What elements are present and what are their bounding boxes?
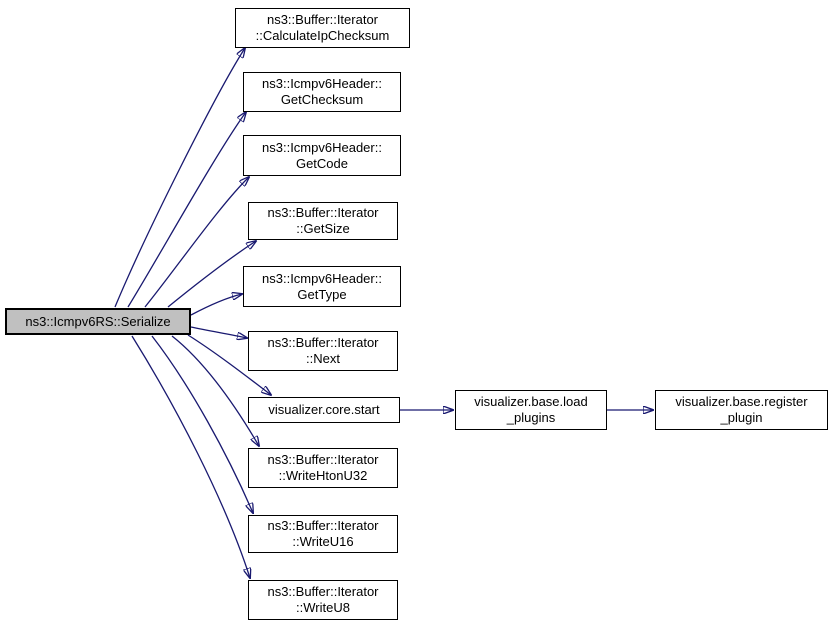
node-get-checksum[interactable]: ns3::Icmpv6Header:: GetChecksum <box>243 72 401 112</box>
node-calculate-ip-checksum[interactable]: ns3::Buffer::Iterator ::CalculateIpCheck… <box>235 8 410 48</box>
node-label: _plugin <box>720 410 763 425</box>
node-label: visualizer.base.load <box>474 394 588 409</box>
edge-serialize-to-get-size <box>167 241 256 308</box>
edge-serialize-to-get-checksum <box>127 112 246 308</box>
node-label: ns3::Buffer::Iterator <box>267 518 379 533</box>
node-label: ns3::Icmpv6Header:: <box>262 270 382 286</box>
node-load-plugins[interactable]: visualizer.base.load _plugins <box>455 390 607 430</box>
edge-serialize-to-write-hton-u32 <box>171 335 259 446</box>
node-label: _plugins <box>506 410 556 425</box>
node-label: ns3::Buffer::Iterator <box>267 335 379 350</box>
node-write-hton-u32[interactable]: ns3::Buffer::Iterator ::WriteHtonU32 <box>248 448 398 488</box>
node-label: visualizer.core.start <box>268 402 380 417</box>
node-label: GetChecksum <box>280 92 364 107</box>
node-label: ns3::Icmpv6Header:: <box>262 139 382 155</box>
node-label: ns3::Buffer::Iterator <box>266 12 379 27</box>
node-register-plugin[interactable]: visualizer.base.register _plugin <box>655 390 828 430</box>
edge-serialize-to-write-u16 <box>151 335 253 513</box>
node-write-u8[interactable]: ns3::Buffer::Iterator ::WriteU8 <box>248 580 398 620</box>
node-label: ns3::Buffer::Iterator <box>267 205 379 220</box>
node-get-size[interactable]: ns3::Buffer::Iterator ::GetSize <box>248 202 398 240</box>
node-label: ns3::Icmpv6RS::Serialize <box>25 313 171 329</box>
edge-serialize-to-write-u8 <box>131 335 250 578</box>
node-write-u16[interactable]: ns3::Buffer::Iterator ::WriteU16 <box>248 515 398 553</box>
edge-serialize-to-get-code <box>144 177 249 308</box>
node-label: visualizer.base.register <box>675 394 808 409</box>
node-label: ::WriteU16 <box>292 534 354 549</box>
node-serialize: ns3::Icmpv6RS::Serialize <box>5 308 191 335</box>
edge-serialize-to-core-start <box>187 334 271 395</box>
node-label: ::WriteU8 <box>296 600 350 615</box>
node-core-start[interactable]: visualizer.core.start <box>248 397 400 423</box>
node-label: ns3::Buffer::Iterator <box>267 452 379 467</box>
node-label: ::WriteHtonU32 <box>278 468 368 483</box>
node-label: ::CalculateIpChecksum <box>255 28 390 43</box>
node-label: ns3::Icmpv6Header:: <box>262 76 382 91</box>
node-label: ns3::Buffer::Iterator <box>267 584 379 599</box>
node-get-code[interactable]: ns3::Icmpv6Header:: GetCode <box>243 135 401 176</box>
node-label: GetCode <box>295 155 349 171</box>
node-label: ::GetSize <box>296 221 350 236</box>
edge-serialize-to-next <box>190 326 247 338</box>
node-label: ::Next <box>306 351 340 366</box>
edge-serialize-to-calculate-ip-checksum <box>114 48 245 308</box>
node-next[interactable]: ns3::Buffer::Iterator ::Next <box>248 331 398 371</box>
node-label: GetType <box>297 286 347 302</box>
node-get-type[interactable]: ns3::Icmpv6Header:: GetType <box>243 266 401 307</box>
edge-serialize-to-get-type <box>190 294 242 316</box>
